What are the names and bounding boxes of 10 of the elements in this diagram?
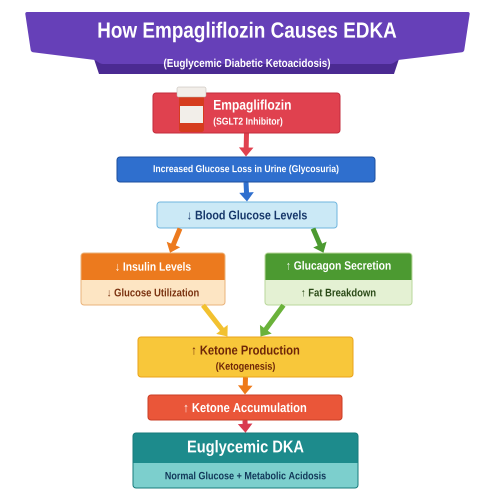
info-card: ↑ Glucagon Secretion ↑ Fat Breakdown <box>264 252 412 306</box>
result-box: Euglycemic DKA Normal Glucose + Metabolic Acidosis <box>132 432 358 488</box>
arrow <box>201 304 228 336</box>
subtitle: (Euglycemic Diabetic Ketoacidosis) <box>164 58 330 70</box>
title: How Empagliflozin Causes EDKA <box>98 22 396 42</box>
process-box: ↑ Ketone Production (Ketogenesis) <box>138 336 354 378</box>
info-card: ↓ Insulin Levels ↓ Glucose Utilization <box>80 252 226 306</box>
process-box: ↓ Blood Glucose Levels <box>156 202 338 228</box>
process-box: ↑ Ketone Accumulation <box>148 394 342 420</box>
process-box: Increased Glucose Loss in Urine (Glycosuria) <box>116 156 376 182</box>
